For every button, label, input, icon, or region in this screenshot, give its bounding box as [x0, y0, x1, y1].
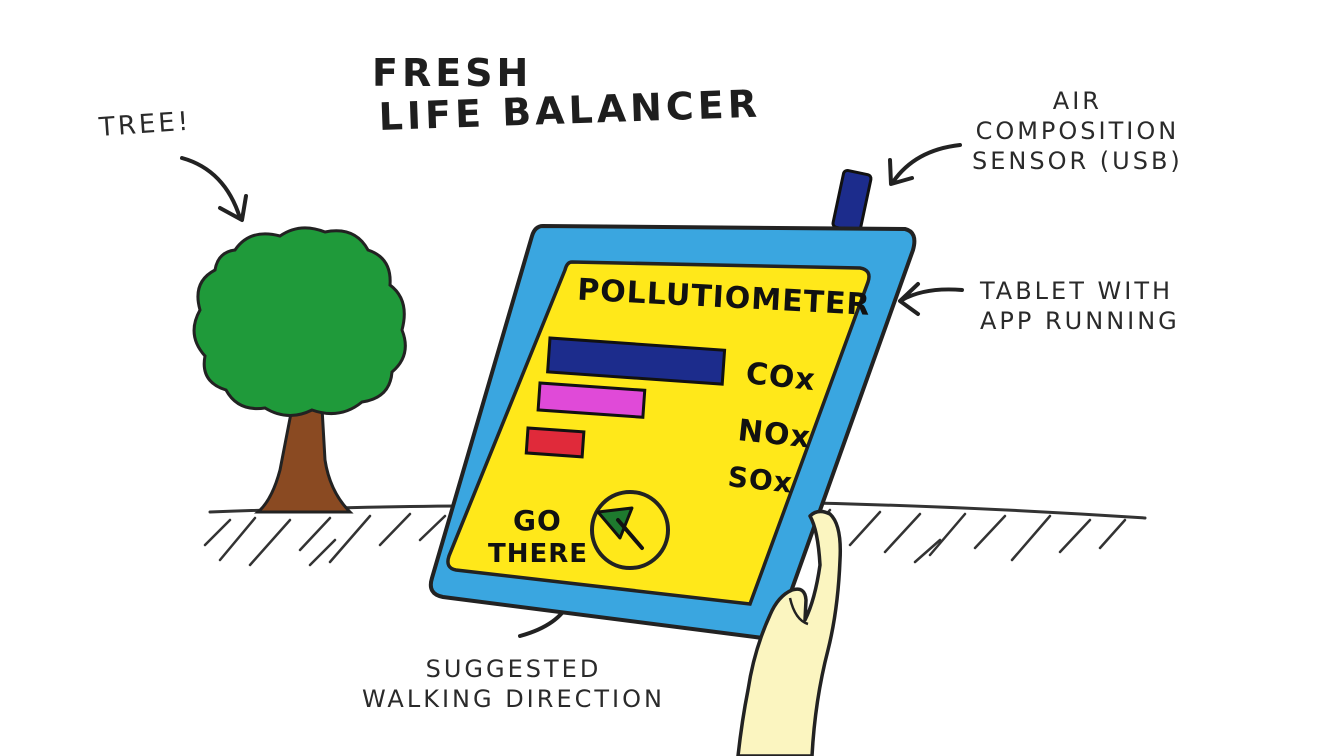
bar-cox — [546, 336, 727, 386]
tree-label: TREE! — [98, 106, 193, 143]
hand — [736, 509, 843, 756]
pollution-bars — [524, 336, 727, 459]
sensor-arrow-icon — [888, 143, 962, 186]
go-label: GO — [513, 504, 562, 537]
direction-pointer-icon — [596, 506, 634, 540]
bar-nox — [536, 381, 647, 419]
there-label: THERE — [488, 539, 588, 569]
tablet-label: TABLET WITH APP RUNNING — [980, 277, 1180, 335]
bar-label-nox: NOx — [736, 413, 812, 455]
sensor-label: AIR COMPOSITION SENSOR (USB) — [972, 87, 1183, 175]
bar-label-sox: SOx — [726, 460, 794, 500]
title-line-1: FRESH — [372, 51, 533, 95]
direction-label: SUGGESTED WALKING DIRECTION — [362, 655, 665, 713]
tree-foliage — [192, 226, 407, 417]
usb-sensor — [831, 168, 873, 234]
bar-label-cox: COx — [744, 356, 817, 398]
tree — [192, 226, 407, 514]
tree-trunk — [253, 406, 354, 514]
direction-indicator[interactable] — [590, 490, 670, 570]
bar-sox — [524, 426, 586, 459]
tree-arrow-icon — [180, 156, 248, 222]
tablet-arrow-icon — [898, 282, 964, 316]
